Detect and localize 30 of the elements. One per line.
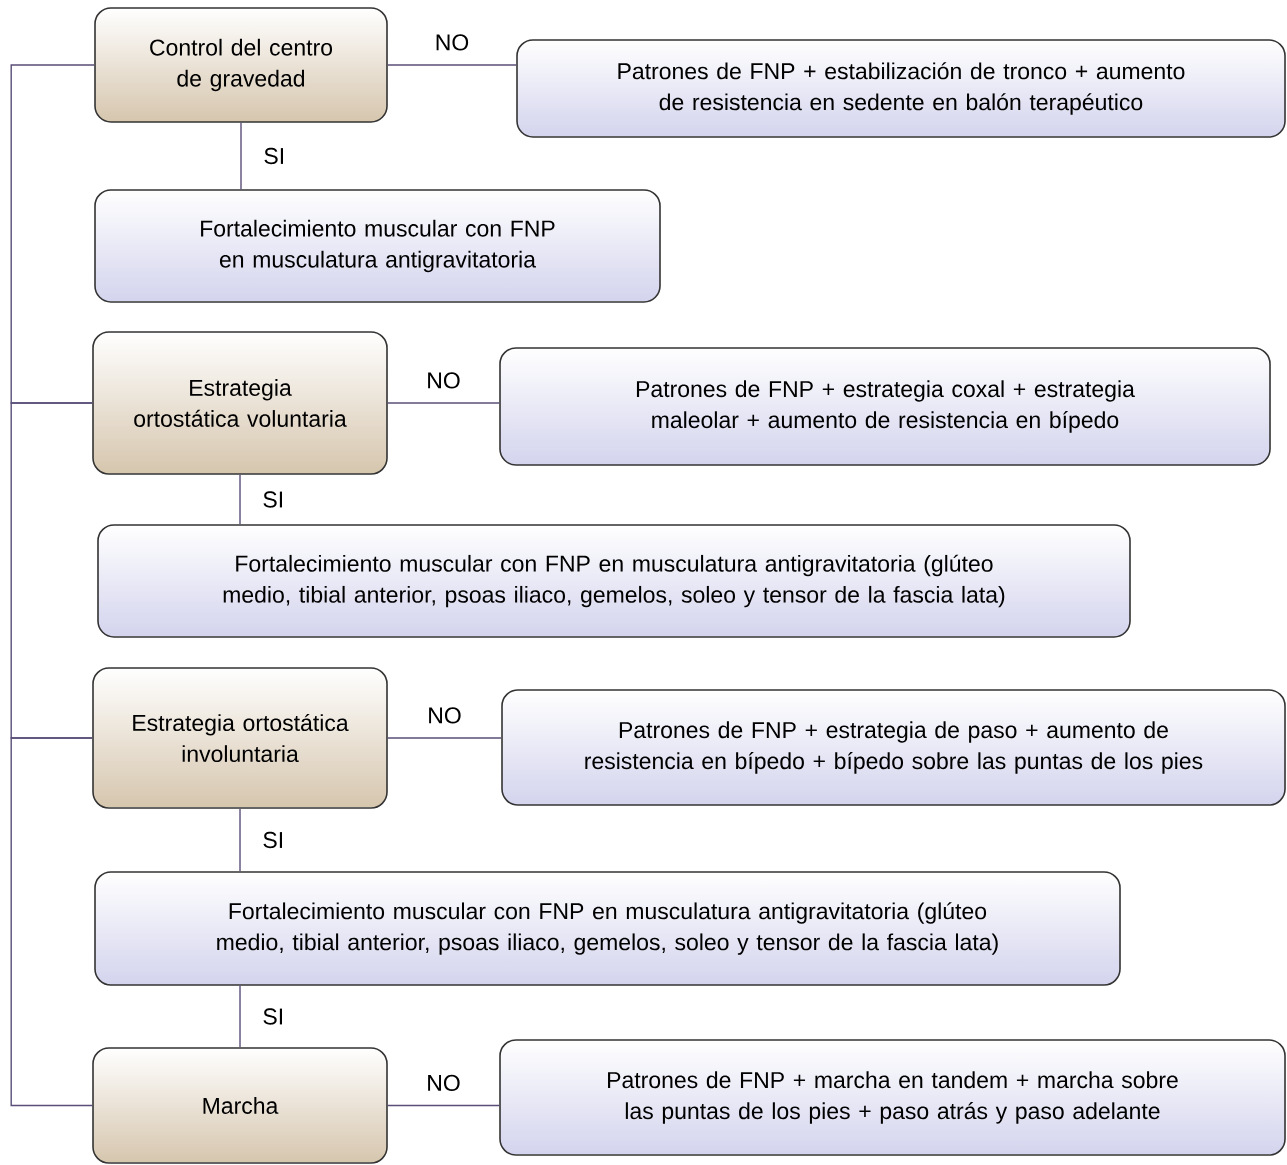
connector-line [240, 122, 242, 190]
connector-line [10, 737, 93, 1107]
connector-line [239, 808, 241, 872]
decision-box: Estrategia ortostática involuntaria [92, 667, 388, 809]
connector-line [387, 737, 502, 739]
connector-line [387, 402, 500, 404]
edge-label: SI [260, 829, 287, 851]
connector-line [239, 985, 241, 1048]
connector-line [10, 64, 95, 404]
decision-box: Control del centro de gravedad [94, 7, 388, 123]
edge-label: SI [260, 1006, 287, 1027]
process-box: Fortalecimiento muscular con FNP en musculatura antigravitatoria (glúteo medio, tibial anterior, psoas iliaco, gemelos, soleo y tensor de la fascia lata) [94, 871, 1121, 986]
edge-label: NO [425, 705, 464, 726]
decision-box: Marcha [92, 1047, 388, 1164]
process-box: Fortalecimiento muscular con FNP en musculatura antigravitatoria (glúteo medio, tibial anterior, psoas iliaco, gemelos, soleo y tensor de la fascia lata) [97, 524, 1131, 638]
edge-label: NO [424, 370, 463, 391]
connector-line [10, 402, 93, 739]
edge-label: NO [424, 1072, 463, 1094]
process-box: Patrones de FNP + estrategia de paso + aumento de resistencia en bípedo + bípedo sobre las puntas de los pies [501, 689, 1286, 806]
process-box: Fortalecimiento muscular con FNP en musculatura antigravitatoria [94, 189, 661, 303]
edge-label: SI [260, 489, 287, 510]
process-box: Patrones de FNP + estabilización de tronco + aumento de resistencia en sedente en balón terapéutico [516, 39, 1286, 138]
edge-label: SI [261, 145, 288, 167]
process-box: Patrones de FNP + marcha en tandem + marcha sobre las puntas de los pies + paso atrás y paso adelante [499, 1039, 1286, 1156]
connector-line [387, 64, 517, 66]
decision-box: Estrategia ortostática voluntaria [92, 331, 388, 475]
process-box: Patrones de FNP + estrategia coxal + estrategia maleolar + aumento de resistencia en bípedo [499, 347, 1271, 466]
connector-line [239, 474, 241, 525]
edge-label: NO [432, 32, 472, 53]
connector-line [387, 1104, 500, 1107]
